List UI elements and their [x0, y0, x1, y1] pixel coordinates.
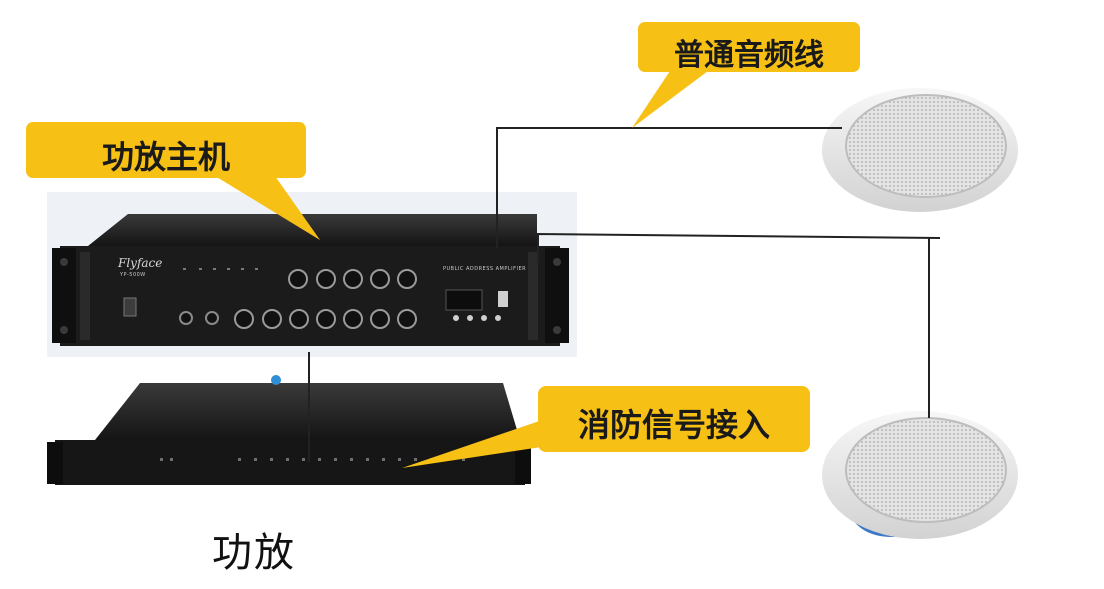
fire-signal-label: 消防信号接入 — [577, 406, 770, 444]
amplifier-brand: Flyface — [118, 256, 163, 270]
fire-signal-unit — [47, 383, 531, 485]
volume-knobs-bottom — [234, 309, 417, 329]
callout-fire-signal — [402, 386, 810, 468]
mp3-display — [445, 289, 483, 311]
mic-jack — [205, 311, 219, 325]
indicator-lights — [183, 268, 258, 270]
volume-knobs-top — [288, 269, 417, 289]
amplifier-model: YP-500W — [120, 272, 146, 278]
phone-jack — [179, 311, 193, 325]
terminal-leds — [160, 458, 465, 461]
device-caption: 功放 — [212, 530, 296, 576]
audio-line-label: 普通音频线 — [674, 38, 824, 73]
amplifier-front-text: PUBLIC ADDRESS AMPLIFIER — [443, 266, 527, 272]
callout-amplifier-host — [26, 122, 320, 240]
ceiling-speaker-bottom — [822, 411, 1018, 539]
callout-audio-line — [632, 22, 860, 128]
media-buttons — [453, 315, 501, 321]
ceiling-speaker-top — [822, 88, 1018, 212]
power-switch — [123, 297, 137, 317]
audio-wires — [308, 127, 941, 462]
amplifier-host-label: 功放主机 — [101, 138, 230, 176]
usb-slot — [498, 291, 508, 307]
marker-dot — [271, 375, 281, 385]
